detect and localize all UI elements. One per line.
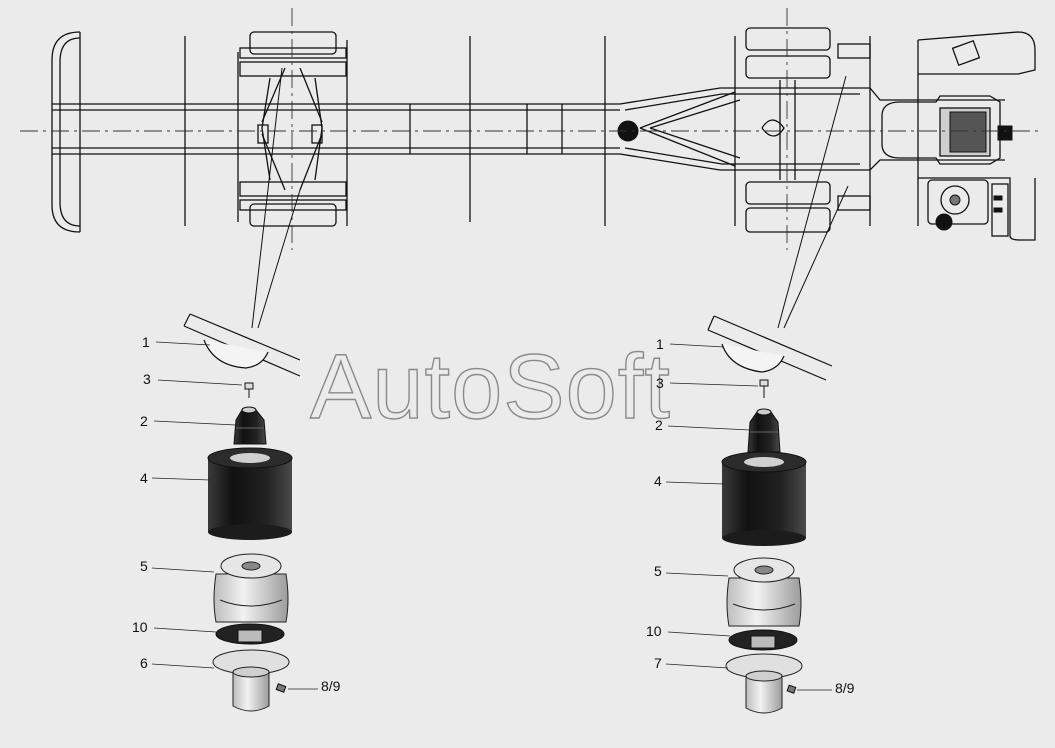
label-part-3: 3: [656, 375, 664, 391]
right-bump-stop: [747, 408, 781, 453]
label-part-2: 2: [655, 417, 663, 433]
right-bracket-bar: [707, 315, 833, 381]
leader-lines: [251, 67, 849, 329]
label-part-10: 10: [132, 619, 148, 635]
left-bolt: [244, 382, 254, 398]
label-part-4: 4: [140, 470, 148, 486]
watermark-text: AutoSoft: [310, 336, 671, 438]
left-screw: [275, 683, 287, 693]
left-rubber-cushion: [207, 447, 293, 540]
left-bracket-bar: [183, 313, 301, 377]
label-part-4: 4: [654, 473, 662, 489]
label-part-10: 10: [646, 623, 662, 639]
label-part-8-9: 8/9: [321, 678, 341, 694]
label-part-1: 1: [656, 336, 664, 352]
right-washer: [728, 629, 798, 651]
left-bump-stop: [233, 406, 267, 445]
right-screw: [786, 684, 797, 694]
left-exploded-assembly: 1 3 2 4 5 10 6 8/9: [132, 313, 341, 712]
right-rubber-cushion: [721, 451, 807, 546]
left-base: [212, 649, 290, 712]
label-part-2: 2: [140, 413, 148, 429]
left-washer: [215, 623, 285, 645]
label-part-5: 5: [654, 563, 662, 579]
label-part-7: 7: [654, 655, 662, 671]
centerlines: [20, 8, 1040, 250]
chassis-frame: [51, 27, 1036, 241]
right-base: [725, 653, 803, 714]
label-part-1: 1: [142, 334, 150, 350]
right-exploded-assembly: 1 3 2 4 5 10 7 8/9: [646, 315, 855, 714]
left-spring-element: [213, 553, 289, 623]
label-part-3: 3: [143, 371, 151, 387]
right-bolt: [759, 379, 769, 398]
label-part-5: 5: [140, 558, 148, 574]
right-spring-element: [726, 557, 802, 627]
label-part-6: 6: [140, 655, 148, 671]
label-part-8-9: 8/9: [835, 680, 855, 696]
chassis-dark-details: [617, 111, 1013, 231]
